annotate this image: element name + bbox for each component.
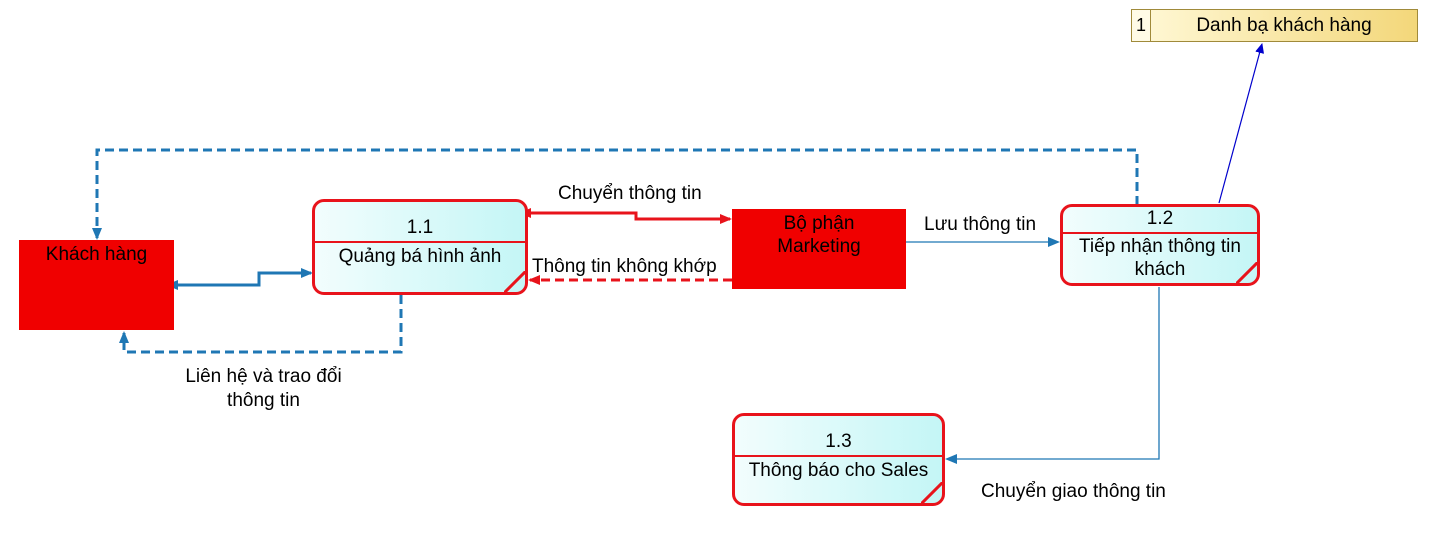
flow-p2-to-customer bbox=[92, 148, 1139, 240]
data-store-id: 1 bbox=[1132, 10, 1151, 41]
flow-handover-info bbox=[945, 287, 1160, 464]
process-1-2: 1.2 Tiếp nhận thông tin khách bbox=[1060, 204, 1260, 286]
process-corner-mark bbox=[1236, 262, 1257, 283]
process-1-2-name: Tiếp nhận thông tin khách bbox=[1079, 236, 1241, 280]
entity-marketing: Bộ phận Marketing bbox=[732, 209, 906, 289]
label-transfer-info: Chuyển thông tin bbox=[558, 183, 702, 204]
entity-customer-label: Khách hàng bbox=[45, 244, 148, 265]
label-mismatch-info: Thông tin không khớp bbox=[532, 256, 717, 277]
label-save-info: Lưu thông tin bbox=[924, 214, 1037, 235]
process-1-3-name: Thông báo cho Sales bbox=[748, 460, 929, 481]
data-store-customer-directory: 1 Danh bạ khách hàng bbox=[1131, 9, 1418, 42]
process-corner-mark bbox=[921, 482, 942, 503]
data-store-name: Danh bạ khách hàng bbox=[1196, 15, 1372, 36]
flow-transfer-info bbox=[519, 208, 732, 224]
flow-contact-exchange bbox=[119, 295, 403, 354]
process-1-3-id: 1.3 bbox=[735, 416, 942, 457]
label-handover-info: Chuyển giao thông tin bbox=[981, 481, 1166, 502]
process-1-1-name: Quảng bá hình ảnh bbox=[338, 246, 502, 267]
process-1-1-id: 1.1 bbox=[315, 202, 525, 243]
entity-customer: Khách hàng bbox=[19, 240, 174, 330]
flow-customer-p1 bbox=[166, 268, 313, 290]
process-1-3: 1.3 Thông báo cho Sales bbox=[732, 413, 945, 506]
flow-to-data-store bbox=[1218, 43, 1264, 204]
process-1-1: 1.1 Quảng bá hình ảnh bbox=[312, 199, 528, 295]
label-contact-exchange: Liên hệ và trao đổi thông tin bbox=[185, 366, 342, 411]
process-1-2-id: 1.2 bbox=[1063, 207, 1257, 234]
entity-marketing-label: Bộ phận Marketing bbox=[777, 213, 861, 257]
process-corner-mark bbox=[504, 271, 525, 292]
